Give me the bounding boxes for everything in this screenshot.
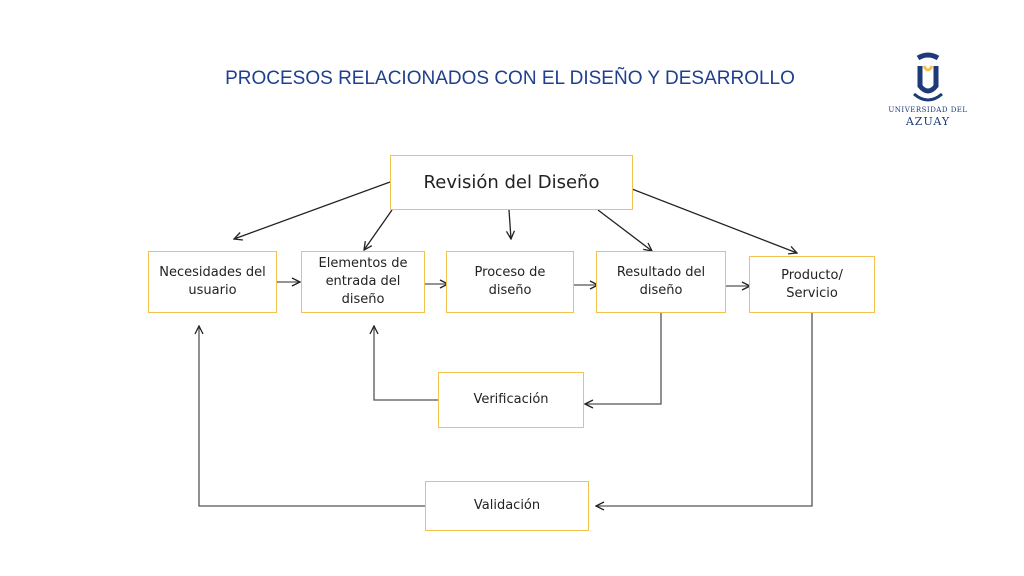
arrow-revision-to-producto: [631, 188, 797, 253]
node-revision-del-diseno: Revisión del Diseño: [390, 155, 633, 210]
arrow-validacion-to-necesidades: [199, 326, 426, 507]
arrow-revision-to-necesidades: [234, 181, 391, 239]
node-proceso-de-diseno: Proceso de diseño: [446, 251, 574, 313]
arrow-verificacion-to-elementos: [374, 326, 439, 401]
node-verificacion: Verificación: [438, 372, 584, 428]
logo-text-line2: AZUAY: [905, 115, 951, 128]
node-necesidades-del-usuario: Necesidades del usuario: [148, 251, 277, 313]
arrow-resultado-to-verificacion: [585, 313, 662, 404]
node-producto-servicio: Producto/ Servicio: [749, 256, 875, 313]
logo-text-line1: UNIVERSIDAD DEL: [888, 106, 968, 114]
node-validacion: Validación: [425, 481, 589, 531]
arrow-revision-to-proceso: [509, 209, 511, 239]
arrow-revision-to-elementos: [364, 209, 393, 250]
logo-emblem-icon: [913, 52, 943, 102]
arrow-revision-to-resultado: [597, 209, 652, 251]
node-resultado-del-diseno: Resultado del diseño: [596, 251, 726, 313]
node-elementos-de-entrada: Elementos de entrada del diseño: [301, 251, 425, 313]
university-logo: UNIVERSIDAD DEL AZUAY: [884, 52, 972, 136]
arrow-producto-to-validacion: [596, 313, 813, 506]
slide-title: PROCESOS RELACIONADOS CON EL DISEÑO Y DE…: [225, 68, 795, 89]
